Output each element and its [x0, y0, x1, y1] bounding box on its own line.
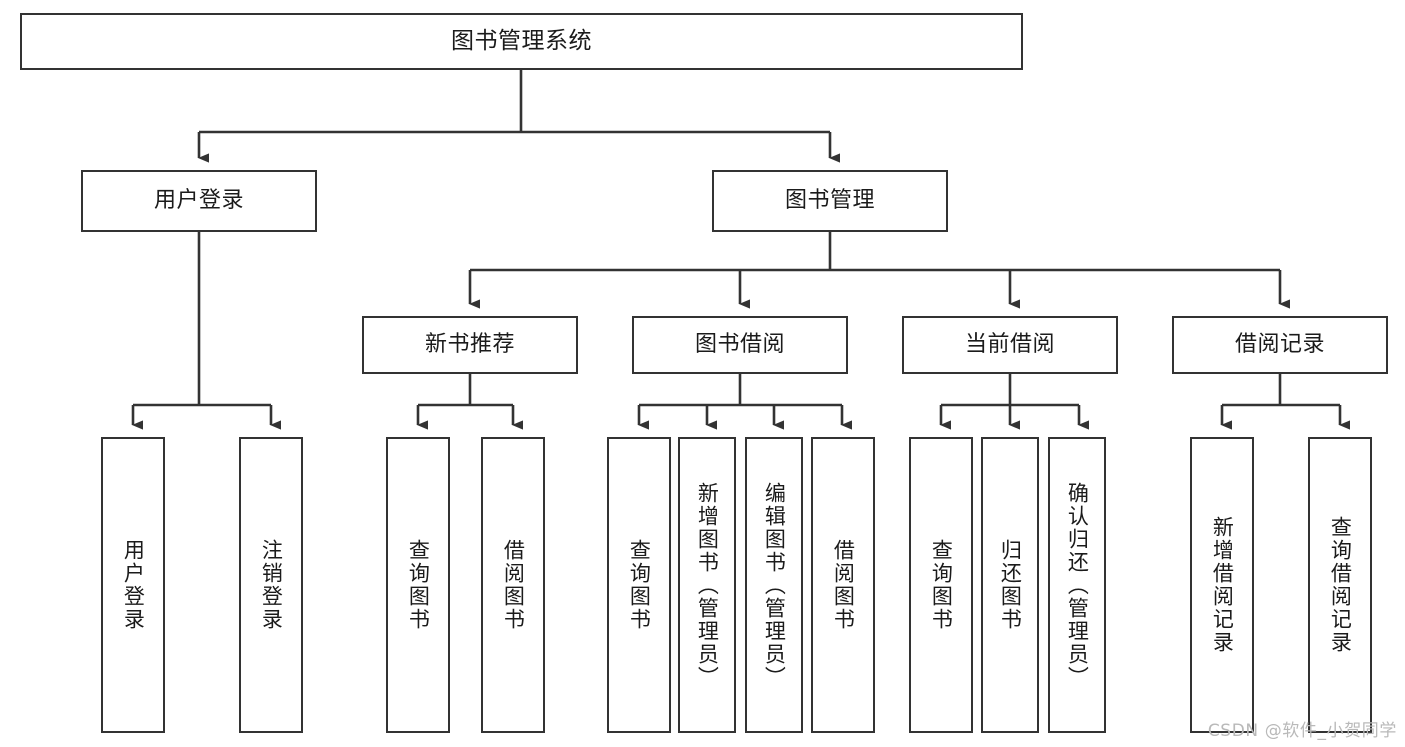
node-label: 注销登录 [259, 539, 284, 631]
node-leaf-add-record[interactable]: 新增借阅记录 [1190, 437, 1254, 733]
node-leaf-query-record[interactable]: 查询借阅记录 [1308, 437, 1372, 733]
node-label: 图书管理 [784, 188, 875, 214]
watermark-credit: CSDN @软件_小贺同学 [1207, 721, 1397, 741]
node-label: 新书推荐 [424, 332, 515, 358]
node-leaf-query-book-3[interactable]: 查询图书 [909, 437, 973, 733]
node-new-book-recommend[interactable]: 新书推荐 [362, 316, 578, 374]
node-borrow-record[interactable]: 借阅记录 [1172, 316, 1388, 374]
node-leaf-edit-book-admin[interactable]: 编辑图书（管理员） [745, 437, 803, 733]
node-label: 新增借阅记录 [1210, 516, 1235, 654]
node-leaf-query-book-1[interactable]: 查询图书 [386, 437, 450, 733]
node-label: 用户登录 [153, 188, 244, 214]
node-book-borrow[interactable]: 图书借阅 [632, 316, 848, 374]
node-label: 查询图书 [929, 539, 954, 631]
node-label: 查询图书 [406, 539, 431, 631]
node-label: 当前借阅 [964, 332, 1055, 358]
node-label: 借阅记录 [1234, 332, 1325, 358]
node-label: 图书借阅 [694, 332, 785, 358]
node-label: 查询借阅记录 [1328, 516, 1353, 654]
node-leaf-borrow-book-2[interactable]: 借阅图书 [811, 437, 875, 733]
node-leaf-user-login[interactable]: 用户登录 [101, 437, 165, 733]
node-leaf-add-book-admin[interactable]: 新增图书（管理员） [678, 437, 736, 733]
node-label: 确认归还（管理员） [1065, 481, 1090, 689]
node-book-manage[interactable]: 图书管理 [712, 170, 948, 232]
node-leaf-confirm-return-admin[interactable]: 确认归还（管理员） [1048, 437, 1106, 733]
node-leaf-logout[interactable]: 注销登录 [239, 437, 303, 733]
node-user-login[interactable]: 用户登录 [81, 170, 317, 232]
node-label: 归还图书 [998, 539, 1023, 631]
node-leaf-query-book-2[interactable]: 查询图书 [607, 437, 671, 733]
node-leaf-return-book[interactable]: 归还图书 [981, 437, 1039, 733]
node-label: 查询图书 [627, 539, 652, 631]
node-leaf-borrow-book-1[interactable]: 借阅图书 [481, 437, 545, 733]
node-label: 借阅图书 [831, 539, 856, 631]
node-label: 用户登录 [121, 539, 146, 631]
node-label: 借阅图书 [501, 539, 526, 631]
node-label: 图书管理系统 [451, 27, 592, 54]
node-current-borrow[interactable]: 当前借阅 [902, 316, 1118, 374]
node-root-system[interactable]: 图书管理系统 [20, 13, 1023, 70]
node-label: 编辑图书（管理员） [762, 481, 787, 689]
node-label: 新增图书（管理员） [695, 481, 720, 689]
